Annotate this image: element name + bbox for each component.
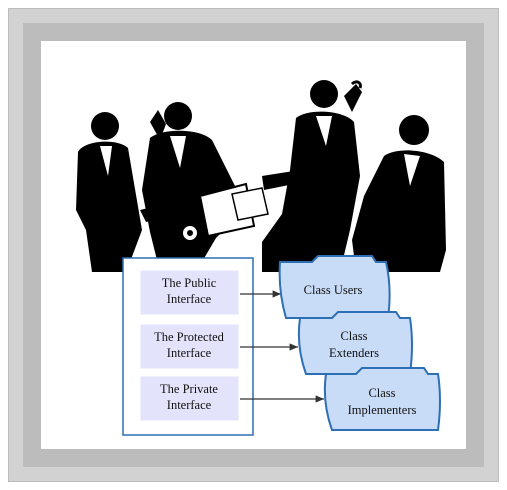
folder-extenders-line1: Class xyxy=(340,329,367,343)
interface-box-private: The Private Interface xyxy=(140,376,239,421)
folder-implementers-line1: Class xyxy=(368,386,395,400)
interface-box-protected: The Protected Interface xyxy=(140,324,239,369)
folder-class-extenders: Class Extenders xyxy=(297,311,413,375)
interface-protected-line2: Interface xyxy=(167,346,212,360)
folder-class-implementers: Class Implementers xyxy=(323,367,441,431)
interface-box-public: The Public Interface xyxy=(140,270,239,315)
interface-private-line1: The Private xyxy=(160,382,218,396)
business-people-silhouette xyxy=(76,80,446,272)
interface-private-line2: Interface xyxy=(167,398,212,412)
interface-protected-line1: The Protected xyxy=(154,330,225,344)
folder-class-users: Class Users xyxy=(278,255,391,319)
folder-users-line1: Class Users xyxy=(304,283,363,297)
folder-extenders-line2: Extenders xyxy=(329,346,379,360)
folder-implementers-line2: Implementers xyxy=(348,403,417,417)
interface-public-line2: Interface xyxy=(167,292,212,306)
interface-public-line1: The Public xyxy=(162,276,217,290)
